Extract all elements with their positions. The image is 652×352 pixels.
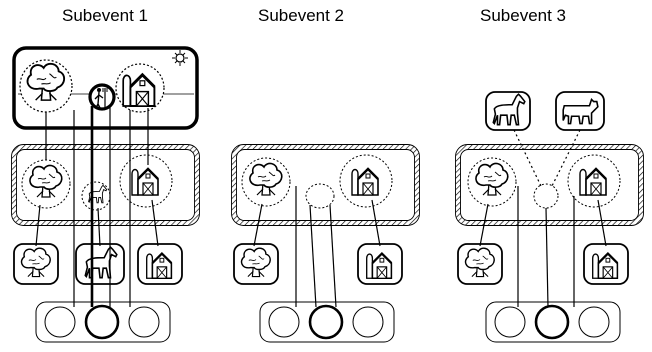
subevent-2-group (231, 144, 420, 343)
sun-icon (172, 50, 188, 66)
subevent-1-title: Subevent 1 (62, 6, 149, 25)
slot-left (268, 306, 300, 338)
connector-lines (253, 186, 381, 308)
hatched-box (11, 144, 200, 226)
subevent-3-title: Subevent 3 (480, 6, 567, 25)
slot-middle (534, 304, 570, 340)
hatched-box (455, 144, 644, 226)
slot-right (128, 306, 160, 338)
slot-middle (84, 304, 120, 340)
slot-left (494, 306, 526, 338)
subevent-2-title: Subevent 2 (258, 6, 345, 25)
connector-lines (35, 106, 159, 307)
slot-left (44, 306, 76, 338)
empty-slot-circle (305, 183, 335, 209)
slot-right (352, 306, 384, 338)
subevent-3-group (455, 91, 644, 343)
empty-slot-circle (533, 183, 559, 209)
dotted-connectors (513, 129, 581, 187)
farmer-icon (94, 88, 108, 109)
subevent-1-group (11, 46, 200, 343)
slot-middle (308, 304, 344, 340)
slot-right (578, 306, 610, 338)
hatched-box (231, 144, 420, 226)
connector-lines (479, 186, 607, 308)
